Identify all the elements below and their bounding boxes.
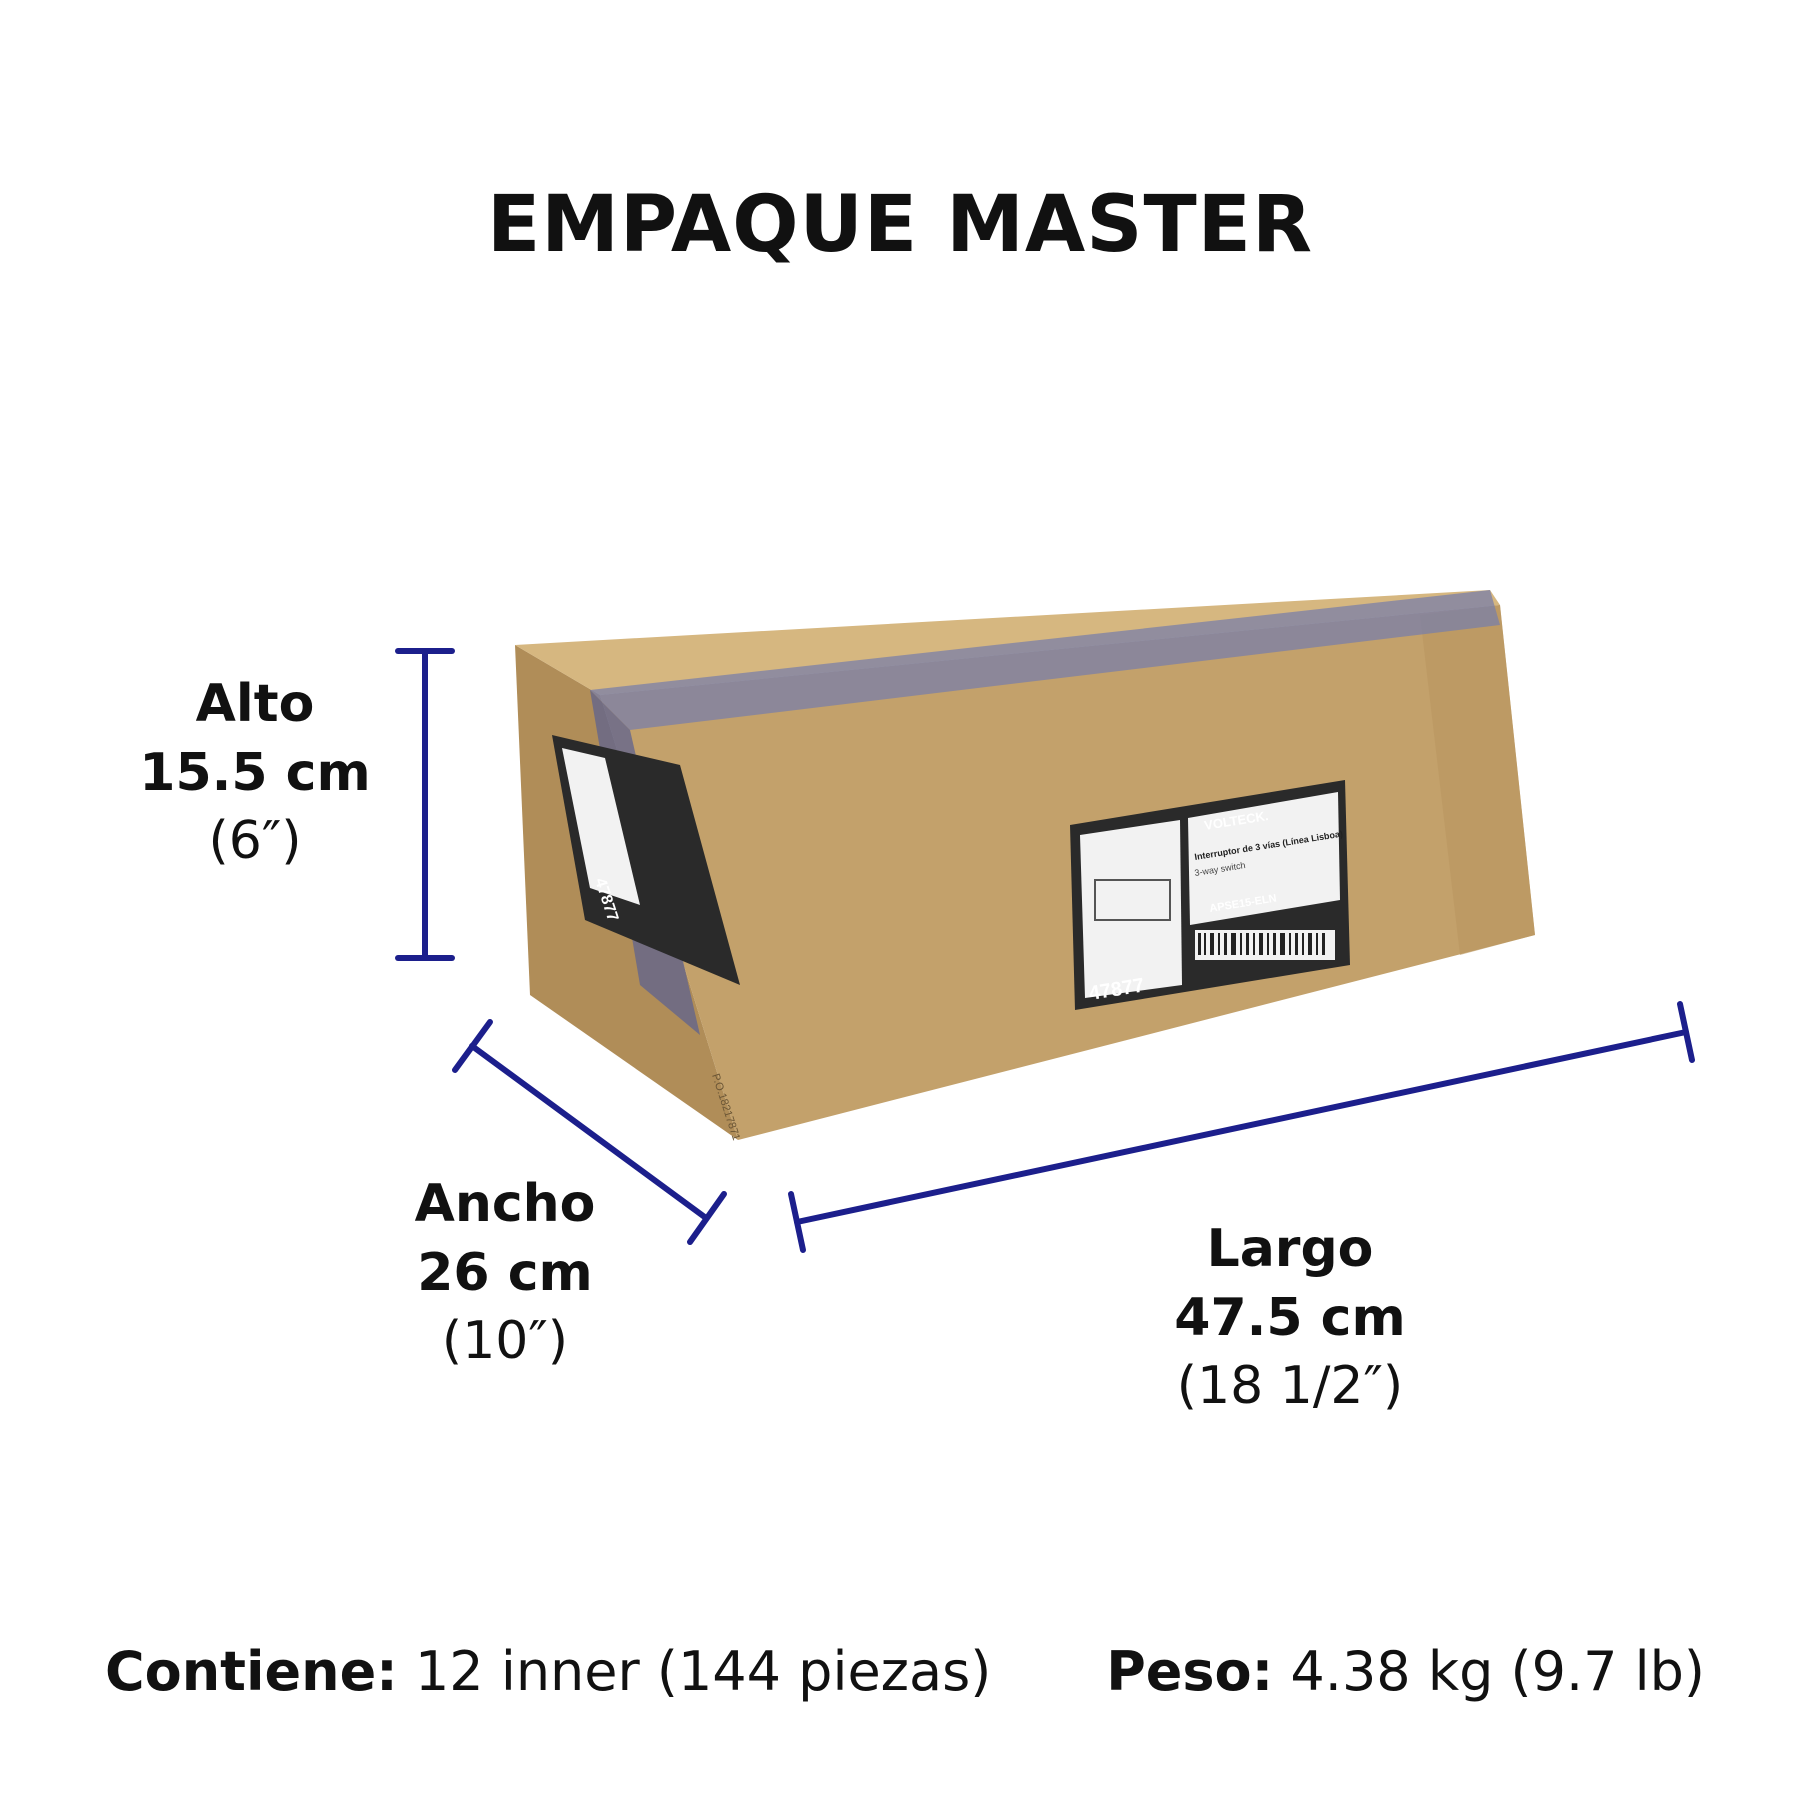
ancho-label: Ancho <box>414 1174 596 1234</box>
contiene-value: 12 inner (144 piezas) <box>414 1640 992 1703</box>
box-side-label: 47877 <box>552 735 740 985</box>
barcode <box>1195 930 1335 960</box>
page-title: EMPAQUE MASTER <box>486 180 1314 270</box>
footer-peso: Peso: 4.38 kg (9.7 lb) <box>1106 1640 1705 1703</box>
dimension-line-alto <box>395 648 455 961</box>
alto-metric: 15.5 cm <box>139 742 371 803</box>
peso-label: Peso: <box>1106 1640 1274 1703</box>
footer-contiene: Contiene: 12 inner (144 piezas) <box>105 1640 991 1703</box>
box-front-shade <box>1420 605 1535 955</box>
dimension-line-ancho <box>452 1019 727 1245</box>
box-tape-top <box>590 590 1500 730</box>
box-front-face <box>600 605 1535 1140</box>
largo-metric: 47.5 cm <box>1174 1287 1406 1348</box>
contiene-label: Contiene: <box>105 1640 398 1703</box>
largo-label: Largo <box>1206 1219 1374 1279</box>
dimension-label-ancho: Ancho 26 cm (10″) <box>335 1170 675 1376</box>
alto-imperial: (6″) <box>208 811 302 872</box>
alto-label: Alto <box>195 674 315 734</box>
box-front-label: VOLTECK. Interruptor de 3 vías (Línea Li… <box>1070 780 1350 1010</box>
peso-value: 4.38 kg (9.7 lb) <box>1290 1640 1705 1703</box>
ancho-metric: 26 cm <box>417 1242 593 1303</box>
dimension-line-largo <box>788 1001 1695 1253</box>
dimension-label-largo: Largo 47.5 cm (18 1/2″) <box>1120 1215 1460 1421</box>
dimension-label-alto: Alto 15.5 cm (6″) <box>115 670 395 876</box>
largo-imperial: (18 1/2″) <box>1176 1356 1404 1417</box>
ancho-imperial: (10″) <box>441 1311 569 1372</box>
